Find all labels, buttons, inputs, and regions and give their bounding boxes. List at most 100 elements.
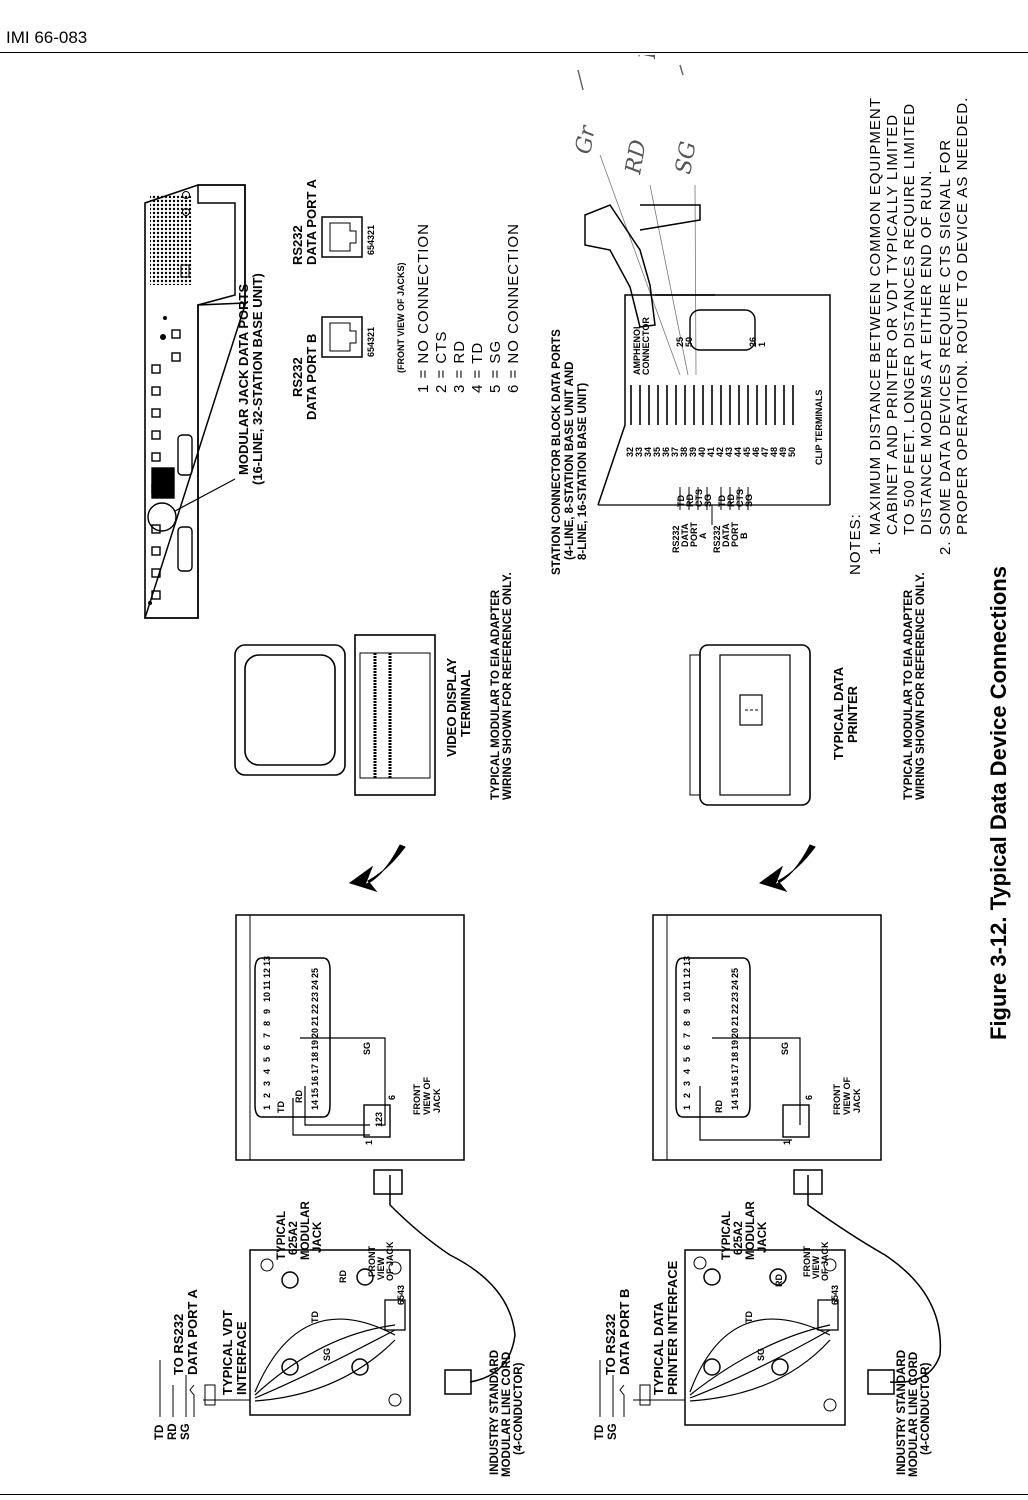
handwriting-rd: RD (621, 138, 652, 177)
station-port-a-1: RS232 (671, 525, 681, 553)
port-b-label-1: RS232 (290, 357, 305, 397)
port-a-jack (321, 216, 363, 258)
station-title-2: (4-LINE, 8-STATION BASE UNIT AND (564, 362, 576, 560)
vdt-cord-2: MODULAR LINE CORD (501, 1352, 513, 1477)
printer-pin-3: 3 (682, 1081, 692, 1086)
station-port-b-3: PORT (730, 521, 740, 547)
vdt-jack-4: JACK (312, 1221, 324, 1253)
printer-pin-14: 14 (730, 1100, 740, 1110)
printer-pin-25: 25 (730, 968, 740, 978)
printer-pin-13: 13 (682, 956, 692, 966)
conn-pin-50: 50 (684, 337, 694, 347)
vdt-pin-23: 23 (310, 992, 320, 1002)
vdt-pin-6: 6 (262, 1045, 272, 1050)
vdt-pin-7: 7 (262, 1033, 272, 1038)
vdt-pin-17: 17 (310, 1064, 320, 1074)
handwritten-marks: Bu Gr RD SG (571, 55, 702, 376)
printer-pin-9: 9 (682, 1009, 692, 1014)
vdt-screw-1 (281, 1271, 299, 1289)
base-unit-callout: MODULAR JACK DATA PORTS (16-LINE, 32-STA… (236, 273, 265, 485)
vdt-note-2: WIRING SHOWN FOR REFERENCE ONLY. (502, 572, 514, 800)
vdt-pin-19: 19 (310, 1040, 320, 1050)
vdt-wire-connector (203, 1384, 250, 1406)
signal-a-sg: SG (703, 494, 713, 507)
port-b-digits: 654321 (366, 327, 376, 357)
printer-pin-16: 16 (730, 1076, 740, 1086)
handwriting-gr: Gr (571, 123, 601, 156)
cable-plug-strain (639, 204, 701, 231)
vdt-jack-2: 625A2 (288, 1221, 300, 1255)
vdt-corner-2 (388, 1261, 402, 1275)
vdt-device-1: VIDEO DISPLAY (444, 657, 459, 757)
vdt-interface-2: INTERFACE (234, 1321, 249, 1395)
printer-pin-6: 6 (682, 1045, 692, 1050)
wiring-diagram: Bu Gr RD SG (143, 55, 1011, 1477)
printer-corner-2 (823, 1258, 837, 1272)
terminal-36: 36 (661, 447, 671, 457)
vdt-corner-3 (388, 1393, 402, 1407)
terminal-40: 40 (697, 447, 707, 457)
terminal-41: 41 (706, 447, 716, 457)
pin-map-3: 3 = RD (451, 340, 468, 393)
vdt-pin-4: 4 (262, 1069, 272, 1074)
vdt-pin-5: 5 (262, 1057, 272, 1062)
printer-pin-22: 22 (730, 1004, 740, 1014)
vdt-front-jack-3: JACK (432, 1088, 442, 1113)
callout-line-2: (16-LINE, 32-STATION BASE UNIT) (250, 273, 265, 485)
terminal-33: 33 (634, 447, 644, 457)
vdt-line-cord (389, 1175, 516, 1383)
vdt-db25-shell (254, 957, 331, 1118)
printer-box-rd: RD (774, 1274, 784, 1287)
printer-pin-21: 21 (730, 1016, 740, 1026)
printer-jack-4: JACK (757, 1221, 769, 1253)
vdt-port-label-2: DATA PORT A (185, 1288, 200, 1375)
pin-map-1: 1 = NO CONNECTION (415, 223, 432, 393)
vdt-pin-8: 8 (262, 1021, 272, 1026)
vdt-port-label-1: TO RS232 (171, 1314, 186, 1375)
vdt-adapter-pin-6: 6 (387, 1095, 397, 1100)
vdt-box-sg: SG (322, 1348, 332, 1361)
pin-map-2: 2 = CTS (433, 331, 450, 393)
terminal-35: 35 (652, 447, 662, 457)
vdt-pin-21: 21 (310, 1016, 320, 1026)
station-port-a-2: DATA (680, 523, 690, 547)
vdt-pin-3: 3 (262, 1081, 272, 1086)
printer-box-sg: SG (756, 1348, 766, 1361)
vdt-modular-jack (384, 1299, 406, 1331)
vdt-assembly: TD RD SG TO RS232 DATA PORT A TYPICAL VD… (154, 572, 525, 1477)
printer-panel (739, 694, 763, 726)
notes-title: NOTES: (847, 513, 864, 575)
printer-modular-jack (817, 1299, 839, 1331)
station-title-1: STATION CONNECTOR BLOCK DATA PORTS (551, 329, 563, 575)
terminal-34: 34 (643, 447, 653, 457)
printer-cord-plug-top (793, 1169, 823, 1195)
vdt-signal-rd: RD (167, 1423, 179, 1440)
note-1-line-3: TO 500 FEET. LONGER DISTANCES REQUIRE LI… (901, 103, 918, 535)
vdt-keyboard (354, 634, 436, 796)
callout-line-1: MODULAR JACK DATA PORTS (236, 284, 251, 475)
printer-top (719, 654, 791, 796)
speaker-grill (150, 195, 192, 285)
note-1-line-2: CABINET AND PRINTER OR VDT TYPICALLY LIM… (884, 114, 901, 535)
printer-pin-20: 20 (730, 1028, 740, 1038)
amphenol-label-2: CONNECTOR (641, 317, 651, 375)
handwriting-line-gr (577, 69, 584, 91)
printer-interface-2: PRINTER INTERFACE (665, 1260, 680, 1395)
printer-jack-1: TYPICAL (721, 1211, 733, 1260)
printer-corner-3 (823, 1398, 837, 1412)
printer-pin-11: 11 (682, 980, 692, 990)
vdt-screw-3 (356, 1268, 374, 1286)
terminal-42: 42 (715, 447, 725, 457)
printer-adapter-wires (699, 1037, 801, 1141)
printer-front-jack-3: JACK (852, 1088, 862, 1113)
printer-pin-12: 12 (682, 968, 692, 978)
terminal-48: 48 (769, 447, 779, 457)
vdt-pin-14: 14 (310, 1100, 320, 1110)
printer-signal-brace (599, 1360, 625, 1417)
terminal-39: 39 (688, 447, 698, 457)
port-b-jack-opening (329, 322, 357, 352)
vdt-internal-wires (254, 1318, 396, 1402)
vdt-pin-20: 20 (310, 1028, 320, 1038)
callout-leader (174, 478, 236, 512)
terminal-46: 46 (751, 447, 761, 457)
